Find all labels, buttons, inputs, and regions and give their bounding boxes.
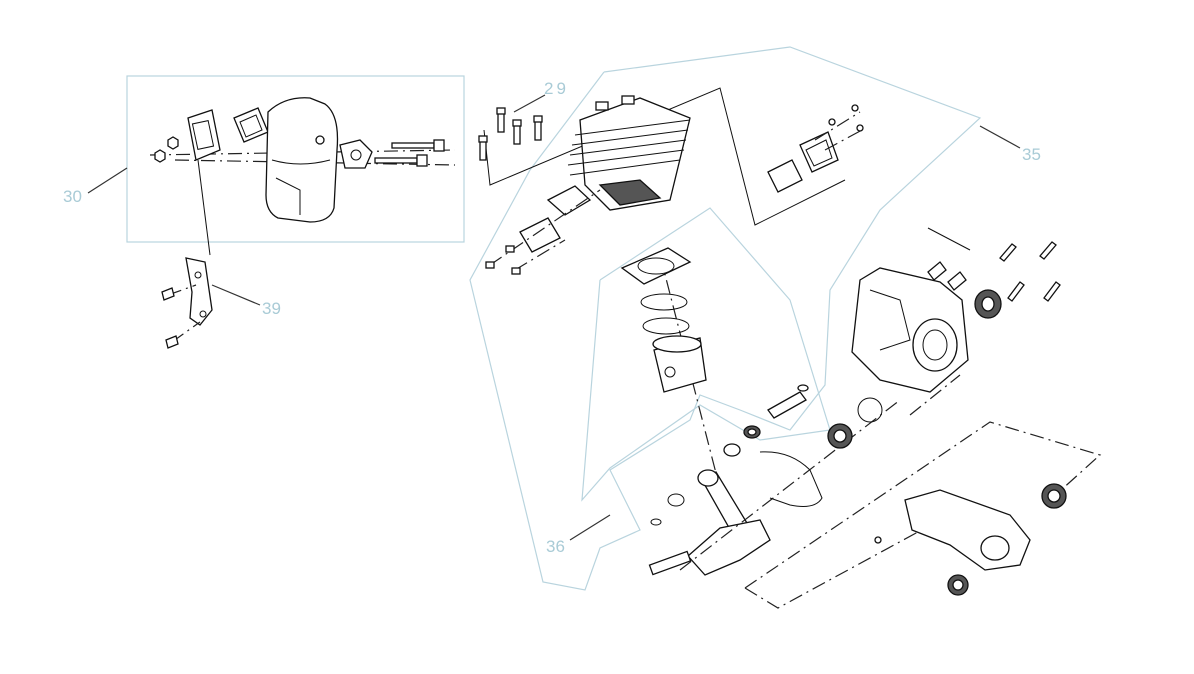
- bracket-assembly: [161, 257, 213, 349]
- leader-35: [979, 125, 1021, 149]
- crankcase-assembly: [851, 227, 1061, 416]
- muffler-group-box: [126, 75, 465, 243]
- crankcase-gasket: [759, 451, 823, 507]
- muffler-body: [265, 97, 339, 223]
- callout-36: 36: [546, 537, 565, 556]
- crankcase-dowel-2: [947, 271, 967, 291]
- piston-assembly: [620, 247, 809, 526]
- pin-washer: [723, 443, 741, 457]
- intake-flange: [519, 217, 561, 253]
- crankshaft: [687, 519, 771, 576]
- leader-29: [513, 94, 546, 113]
- carburetor-adaptor: [799, 131, 839, 173]
- muffler-assembly: [149, 97, 456, 256]
- crankshaft-assembly: [648, 397, 901, 576]
- cylinder-bolts: [478, 107, 543, 161]
- choke-cable: [927, 227, 971, 251]
- piston-pin: [767, 391, 807, 419]
- piston-ring-2: [642, 317, 690, 335]
- callout-39: 39: [262, 299, 281, 318]
- muffler-bolt-1: [391, 142, 435, 149]
- adaptor-gasket: [767, 159, 803, 193]
- carburetor-adaptor-assembly: [767, 104, 864, 193]
- callout-35: 35: [1022, 145, 1041, 164]
- muffler-nut-2: [167, 136, 179, 150]
- muffler-bolt-2: [374, 157, 418, 164]
- lower-crankcase-half: [904, 489, 1031, 571]
- muffler-baffle-plate: [187, 109, 221, 161]
- bracket-bolt-2: [165, 335, 179, 349]
- bracket-bolt-1: [161, 287, 175, 301]
- muffler-nut-1: [154, 149, 166, 163]
- leader-39: [211, 284, 261, 306]
- muffler-flange-gasket: [339, 139, 373, 169]
- piston: [652, 335, 707, 393]
- bearing-circlip: [857, 397, 883, 423]
- cylinder-intake-gasket: [546, 185, 592, 216]
- callout-29: 29: [544, 79, 569, 98]
- crankcase-dowel-1: [927, 261, 947, 281]
- crankcase-group-outline: [469, 46, 982, 591]
- leader-30: [87, 167, 128, 194]
- cylinder-base-gasket: [620, 247, 692, 285]
- muffler-bracket: [185, 257, 213, 326]
- crankcase-bolts: [999, 241, 1061, 302]
- piston-ring-1: [640, 293, 688, 311]
- piston-group-outline: [581, 207, 831, 502]
- leader-36: [569, 514, 611, 541]
- cylinder: [567, 95, 691, 211]
- callout-30: 30: [63, 187, 82, 206]
- piston-clip: [667, 493, 685, 507]
- lower-crankcase-assembly: [744, 421, 1102, 609]
- cylinder-assembly: [478, 87, 846, 275]
- muffler-gasket: [233, 107, 269, 143]
